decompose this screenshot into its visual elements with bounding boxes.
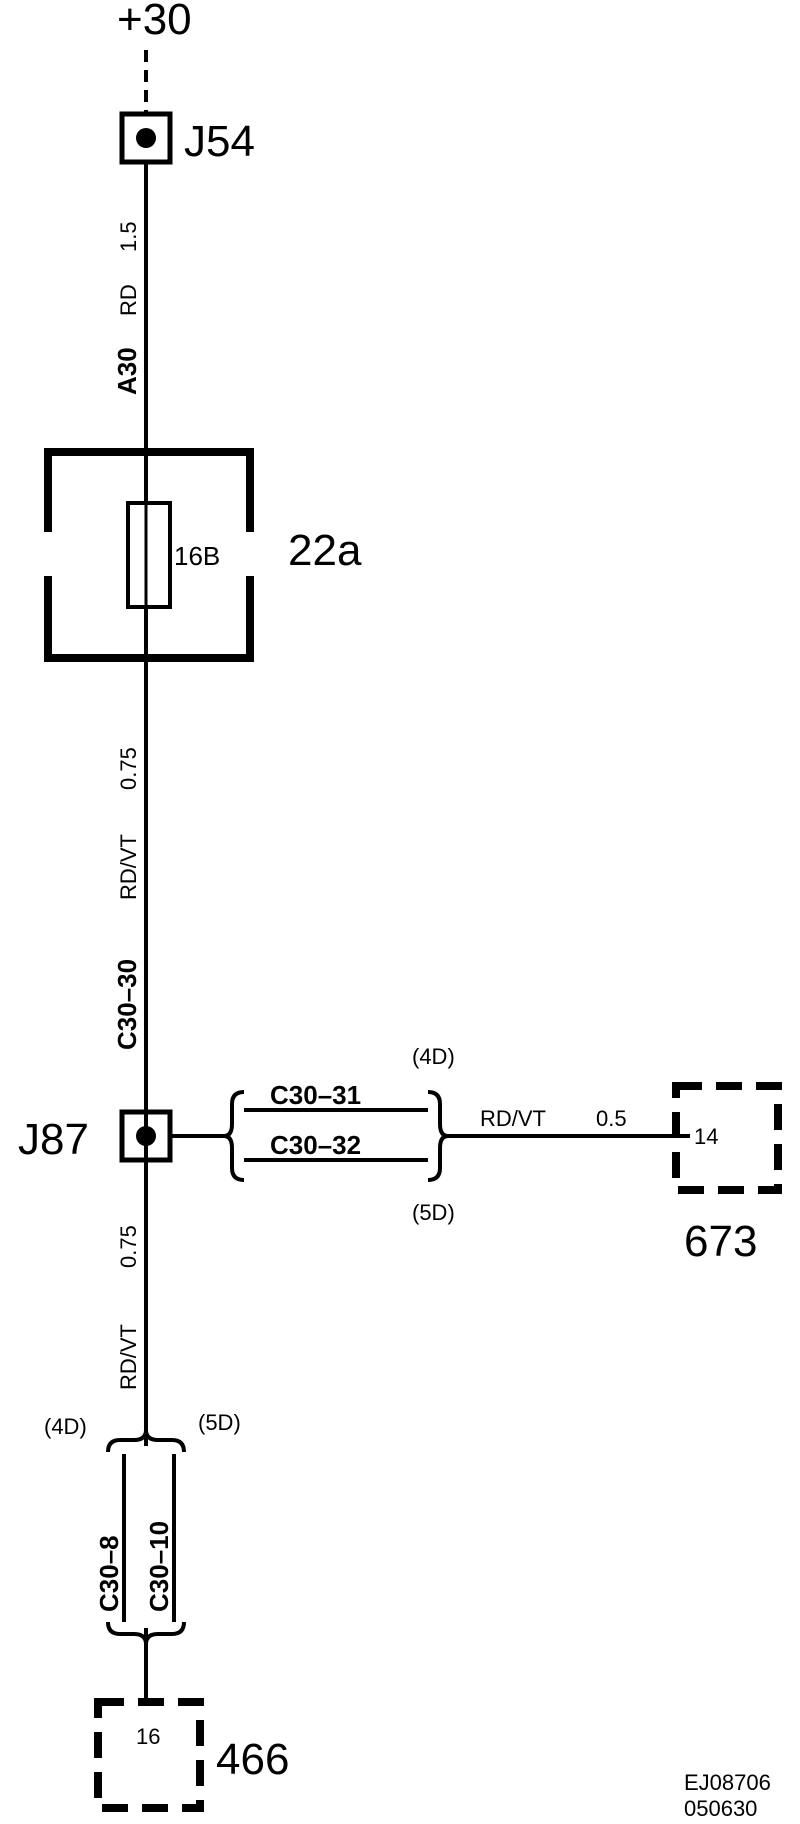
connector-right-bottom-label: C30–32 <box>270 1130 361 1160</box>
wire-lower-color: RD/VT <box>116 1324 141 1390</box>
fuse-box-label: 22a <box>288 526 362 575</box>
wire-c30-30-color: RD/VT <box>116 834 141 900</box>
component-466-box <box>94 1698 204 1812</box>
connector-right-left-brace <box>223 1090 245 1182</box>
connector-bottom-right-variant: (5D) <box>198 1410 241 1435</box>
component-466-pin: 16 <box>136 1724 160 1749</box>
wire-c30-30-size: 0.75 <box>116 747 141 790</box>
connector-right-top-variant: (4D) <box>412 1044 455 1069</box>
connector-bottom-bottom-brace <box>106 1621 186 1645</box>
j54-node-dot <box>136 128 156 148</box>
fuse-element <box>126 501 172 609</box>
connector-bottom-gap <box>140 1446 152 1628</box>
wire-c30-30-id: C30–30 <box>112 959 142 1050</box>
connector-right-bottom-variant: (5D) <box>412 1200 455 1225</box>
connector-bottom-left-variant: (4D) <box>44 1414 87 1439</box>
connector-right-right-brace <box>427 1090 449 1182</box>
wire-lower-size: 0.75 <box>116 1225 141 1268</box>
wire-a30-color: RD <box>116 284 141 316</box>
wire-branch-size: 0.5 <box>596 1106 627 1131</box>
connector-bottom-top-brace <box>106 1429 186 1453</box>
connector-right-top-label: C30–31 <box>270 1080 361 1110</box>
fuse-box-gap-left <box>40 532 56 576</box>
connector-bottom-left-label: C30–8 <box>94 1535 124 1612</box>
component-673-pin: 14 <box>694 1124 718 1149</box>
j87-node-dot <box>136 1126 156 1146</box>
wire-a30-size: 1.5 <box>116 221 141 252</box>
footer-code: EJ08706 <box>684 1770 771 1795</box>
connector-bottom-right-label: C30–10 <box>144 1521 174 1612</box>
fuse-box-gap-right <box>242 532 258 576</box>
supply-label: +30 <box>117 0 192 44</box>
wire-branch-color: RD/VT <box>480 1106 546 1131</box>
fuse-label: 16B <box>174 541 220 571</box>
wire-a30-id: A30 <box>112 347 142 395</box>
component-673-label: 673 <box>684 1217 757 1266</box>
component-466-label: 466 <box>216 1735 289 1784</box>
j54-label: J54 <box>184 117 255 166</box>
j87-label: J87 <box>18 1115 89 1164</box>
footer-date: 050630 <box>684 1796 757 1821</box>
component-673-box <box>672 1082 782 1194</box>
